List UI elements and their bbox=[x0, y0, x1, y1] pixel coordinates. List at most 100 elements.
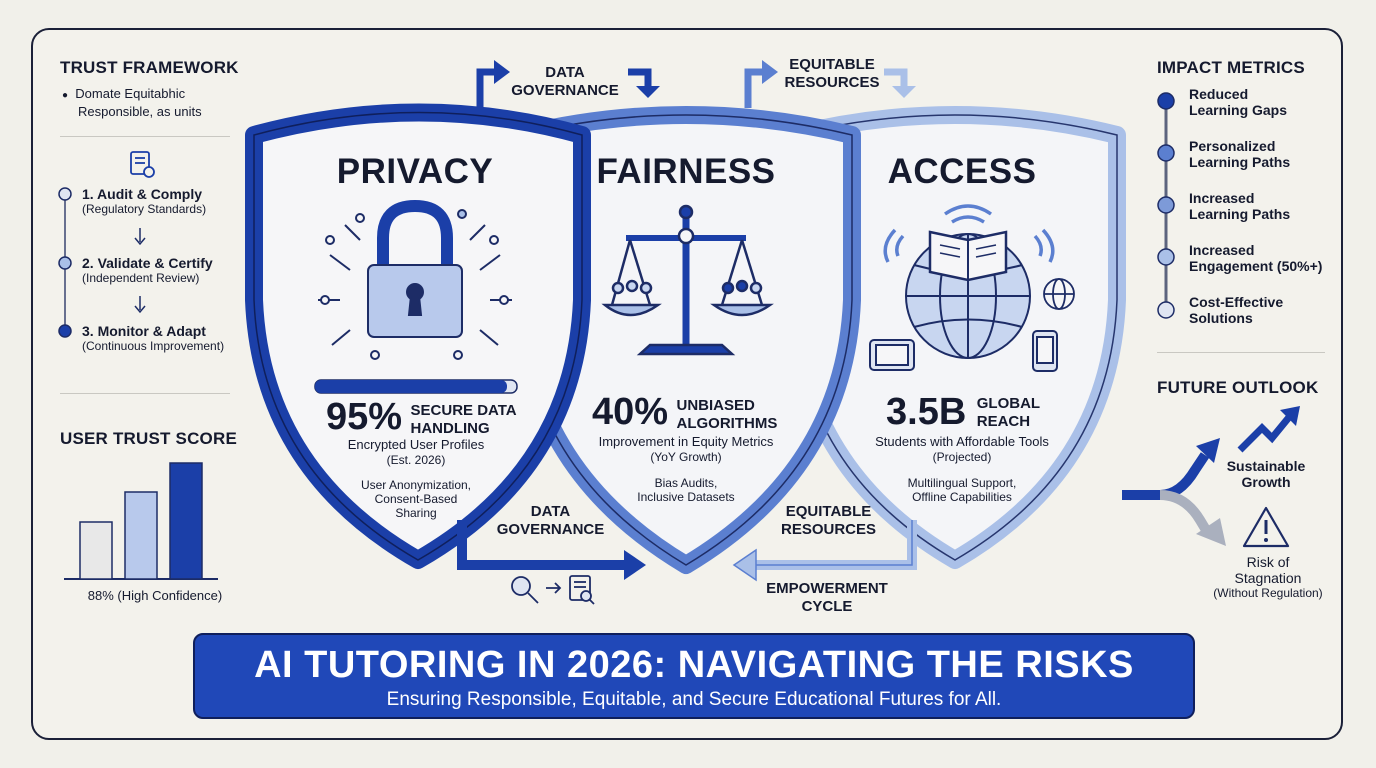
wifi-icon bbox=[883, 204, 1055, 263]
lock-icon bbox=[318, 199, 512, 360]
impact-item-3: Increased Learning Paths bbox=[1189, 190, 1290, 222]
trust-bar-chart bbox=[64, 462, 218, 580]
globe-book-icon bbox=[905, 230, 1031, 359]
impact-item-1: Reduced Learning Gaps bbox=[1189, 86, 1287, 118]
scales-icon bbox=[601, 204, 774, 356]
impact-item-5-line-2: Solutions bbox=[1189, 310, 1253, 326]
step-2-label: 2. Validate & Certify bbox=[82, 255, 213, 271]
privacy-progress-bar bbox=[314, 379, 518, 394]
banner-subtitle: Ensuring Responsible, Equitable, and Sec… bbox=[386, 689, 1002, 710]
access-stat-value: 3.5B bbox=[886, 391, 967, 433]
privacy-title: PRIVACY bbox=[336, 152, 494, 191]
privacy-stat-value: 95% bbox=[326, 396, 403, 438]
trust-framework-bullet: ● Domate Equitabhic Responsible, as unit… bbox=[62, 86, 202, 119]
bottom-equit-label-2: RESOURCES bbox=[780, 521, 877, 538]
access-stat: 3.5B GLOBAL REACH bbox=[886, 393, 1116, 431]
privacy-tag-2: HANDLING bbox=[410, 420, 490, 437]
step-3: 3. Monitor & Adapt (Continuous Improveme… bbox=[82, 323, 224, 353]
cycle-label-1: EMPOWERMENT bbox=[766, 580, 888, 597]
impact-item-4-line-1: Increased bbox=[1189, 242, 1255, 258]
access-note-2: Offline Capabilities bbox=[912, 490, 1012, 504]
access-note-1: Multilingual Support, bbox=[907, 476, 1017, 490]
small-globe-icon bbox=[1043, 278, 1075, 310]
privacy-note-3: Sharing bbox=[395, 506, 437, 520]
impact-item-1-line-2: Learning Gaps bbox=[1189, 102, 1288, 118]
top-data-governance-label: DATA GOVERNANCE bbox=[505, 64, 625, 100]
trend-up-icon bbox=[1237, 406, 1300, 453]
bottom-equitable-resources-label: EQUITABLE RESOURCES bbox=[766, 503, 891, 539]
top-equit-label-1: EQUITABLE bbox=[789, 56, 875, 73]
bottom-data-label-1: DATA bbox=[530, 503, 571, 520]
user-trust-title: USER TRUST SCORE bbox=[60, 429, 237, 448]
bottom-equit-label-1: EQUITABLE bbox=[785, 503, 872, 520]
future-outlook-title: FUTURE OUTLOOK bbox=[1157, 378, 1319, 397]
warning-icon bbox=[1242, 506, 1290, 548]
access-sub-1: Students with Affordable Tools bbox=[875, 434, 1049, 449]
privacy-note-1: User Anonymization, bbox=[360, 478, 472, 492]
search-doc-icon bbox=[511, 575, 595, 605]
privacy-sub: Encrypted User Profiles (Est. 2026) bbox=[316, 437, 516, 467]
top-data-label-2: GOVERNANCE bbox=[511, 82, 619, 99]
fairness-title: FAIRNESS bbox=[596, 152, 776, 191]
fairness-note: Bias Audits, Inclusive Datasets bbox=[586, 476, 786, 504]
access-sub: Students with Affordable Tools (Projecte… bbox=[852, 434, 1072, 464]
document-check-icon bbox=[130, 151, 155, 178]
fairness-sub-1: Improvement in Equity Metrics bbox=[598, 434, 774, 449]
step-3-label: 3. Monitor & Adapt bbox=[82, 323, 206, 339]
outlook-growth-label: Sustainable Growth bbox=[1218, 458, 1314, 490]
outlook-growth-line-2: Growth bbox=[1241, 474, 1291, 490]
tablet-icon bbox=[869, 339, 915, 371]
outlook-arrows bbox=[1122, 438, 1226, 546]
divider bbox=[1157, 352, 1325, 353]
user-trust-caption: 88% (High Confidence) bbox=[87, 588, 223, 603]
bottom-data-label-2: GOVERNANCE bbox=[496, 521, 605, 538]
fairness-tag-2: ALGORITHMS bbox=[676, 415, 778, 432]
fairness-note-2: Inclusive Datasets bbox=[637, 490, 735, 504]
title-banner: AI TUTORING IN 2026: NAVIGATING THE RISK… bbox=[193, 633, 1195, 719]
cycle-label-2: CYCLE bbox=[801, 598, 853, 615]
fairness-sub: Improvement in Equity Metrics (YoY Growt… bbox=[576, 434, 796, 464]
access-tag-2: REACH bbox=[976, 413, 1031, 430]
trust-framework-title: TRUST FRAMEWORK bbox=[60, 58, 239, 77]
impact-metrics-title: IMPACT METRICS bbox=[1157, 58, 1305, 77]
access-title: ACCESS bbox=[887, 152, 1037, 191]
access-sub-2: (Projected) bbox=[932, 450, 992, 464]
banner-title: AI TUTORING IN 2026: NAVIGATING THE RISK… bbox=[254, 644, 1134, 686]
access-tag-1: GLOBAL bbox=[976, 395, 1041, 412]
divider bbox=[60, 136, 230, 137]
privacy-tag-1: SECURE DATA bbox=[410, 402, 517, 419]
outlook-growth-line-1: Sustainable bbox=[1226, 458, 1306, 474]
top-flow-arrows bbox=[476, 60, 916, 108]
fairness-stat: 40% UNBIASED ALGORITHMS bbox=[592, 393, 822, 433]
bullet-line-2: Responsible, as units bbox=[78, 104, 202, 119]
step-2: 2. Validate & Certify (Independent Revie… bbox=[82, 255, 213, 285]
impact-timeline bbox=[1157, 92, 1175, 319]
step-1: 1. Audit & Comply (Regulatory Standards) bbox=[82, 186, 206, 216]
privacy-sub-2: (Est. 2026) bbox=[386, 453, 446, 467]
outlook-risk-label: Risk of Stagnation (Without Regulation) bbox=[1200, 554, 1336, 600]
step-1-sub: (Regulatory Standards) bbox=[82, 202, 207, 216]
outlook-risk-line-3: (Without Regulation) bbox=[1213, 586, 1323, 600]
outlook-risk-line-2: Stagnation bbox=[1234, 570, 1302, 586]
impact-item-5: Cost-Effective Solutions bbox=[1189, 294, 1283, 326]
step-1-label: 1. Audit & Comply bbox=[82, 186, 203, 202]
privacy-note: User Anonymization, Consent-Based Sharin… bbox=[316, 478, 516, 520]
phone-icon bbox=[1032, 330, 1058, 372]
impact-item-1-line-1: Reduced bbox=[1189, 86, 1249, 102]
impact-item-4-line-2: Engagement (50%+) bbox=[1189, 258, 1323, 274]
impact-item-2: Personalized Learning Paths bbox=[1189, 138, 1290, 170]
top-equitable-resources-label: EQUITABLE RESOURCES bbox=[772, 56, 892, 92]
access-note: Multilingual Support, Offline Capabiliti… bbox=[862, 476, 1062, 504]
top-data-label-1: DATA bbox=[545, 64, 585, 81]
bottom-data-governance-label: DATA GOVERNANCE bbox=[488, 503, 613, 539]
fairness-sub-2: (YoY Growth) bbox=[650, 450, 722, 464]
step-3-sub: (Continuous Improvement) bbox=[82, 339, 225, 353]
bottom-flow-arrows bbox=[457, 520, 917, 582]
divider bbox=[60, 393, 230, 394]
privacy-sub-1: Encrypted User Profiles bbox=[347, 437, 485, 452]
privacy-stat: 95% SECURE DATA HANDLING bbox=[326, 398, 556, 438]
bullet-line-1: Domate Equitabhic bbox=[75, 86, 186, 101]
privacy-note-2: Consent-Based bbox=[374, 492, 458, 506]
fairness-tag-1: UNBIASED bbox=[676, 397, 755, 414]
